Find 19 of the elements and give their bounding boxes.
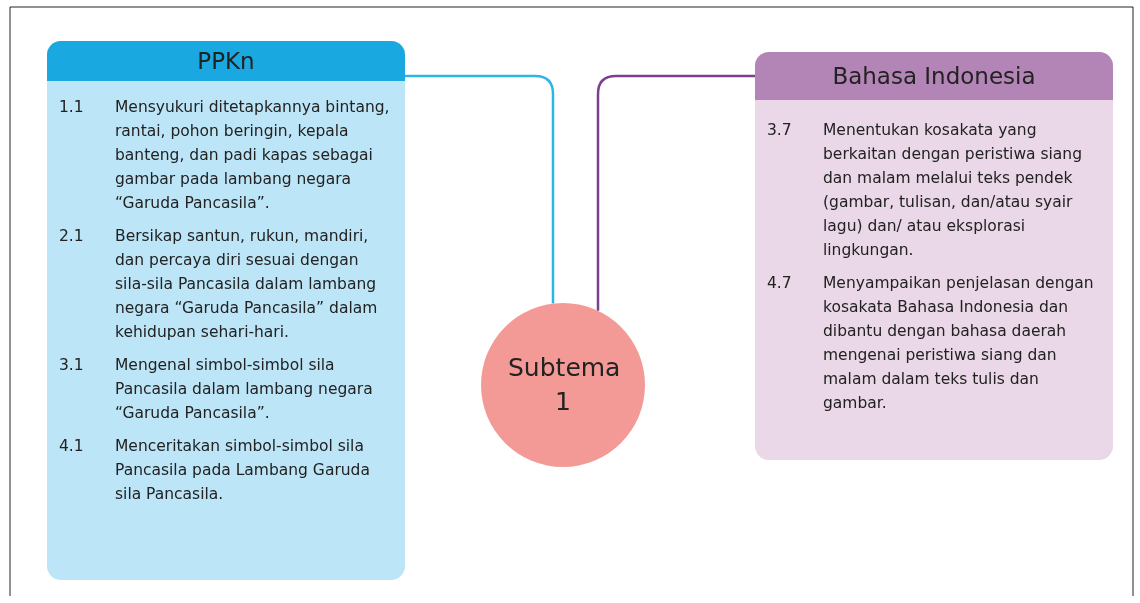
card-header: PPKn (47, 41, 405, 81)
card-header: Bahasa Indonesia (755, 52, 1113, 100)
competency-card (755, 52, 1113, 460)
connector-line (405, 74, 555, 304)
item-number: 1.1 (59, 97, 85, 118)
item-text: Menceritakan simbol-simbol sila Pancasila pada Lambang Garuda sila Pancasila. (115, 436, 371, 505)
item-text: Menyampaikan penjelasan dengan kosakata Bahasa Indonesia dan dibantu dengan bahasa daerah mengenai peristiwa siang dan malam dalam teks tulis dan gambar. (823, 273, 1095, 414)
item-number: 3.1 (59, 355, 85, 376)
circle-label: Subtema 1 (508, 352, 618, 418)
item-text: Bersikap santun, rukun, mandiri, dan percaya diri sesuai dengan sila-sila Pancasila dalam lambang negara “Garuda Pancasila” dalam kehidupan sehari-hari. (115, 226, 379, 343)
item-number: 3.7 (767, 120, 793, 141)
item-text: Mensyukuri ditetapkannya bintang, rantai, pohon beringin, kepala banteng, dan padi kapas sebagai gambar pada lambang negara “Garuda Pancasila”. (115, 97, 391, 214)
connector-line (596, 74, 755, 311)
item-number: 4.1 (59, 436, 85, 457)
item-text: Mengenal simbol-simbol sila Pancasila dalam lambang negara “Garuda Pancasila”. (115, 355, 374, 424)
item-number: 2.1 (59, 226, 85, 247)
competency-card (47, 41, 405, 580)
item-text: Menentukan kosakata yang berkaitan dengan peristiwa siang dan malam melalui teks pendek (gambar, tulisan, dan/atau syair lagu) dan/ atau eksplorasi lingkungan. (823, 120, 1084, 261)
item-number: 4.7 (767, 273, 793, 294)
